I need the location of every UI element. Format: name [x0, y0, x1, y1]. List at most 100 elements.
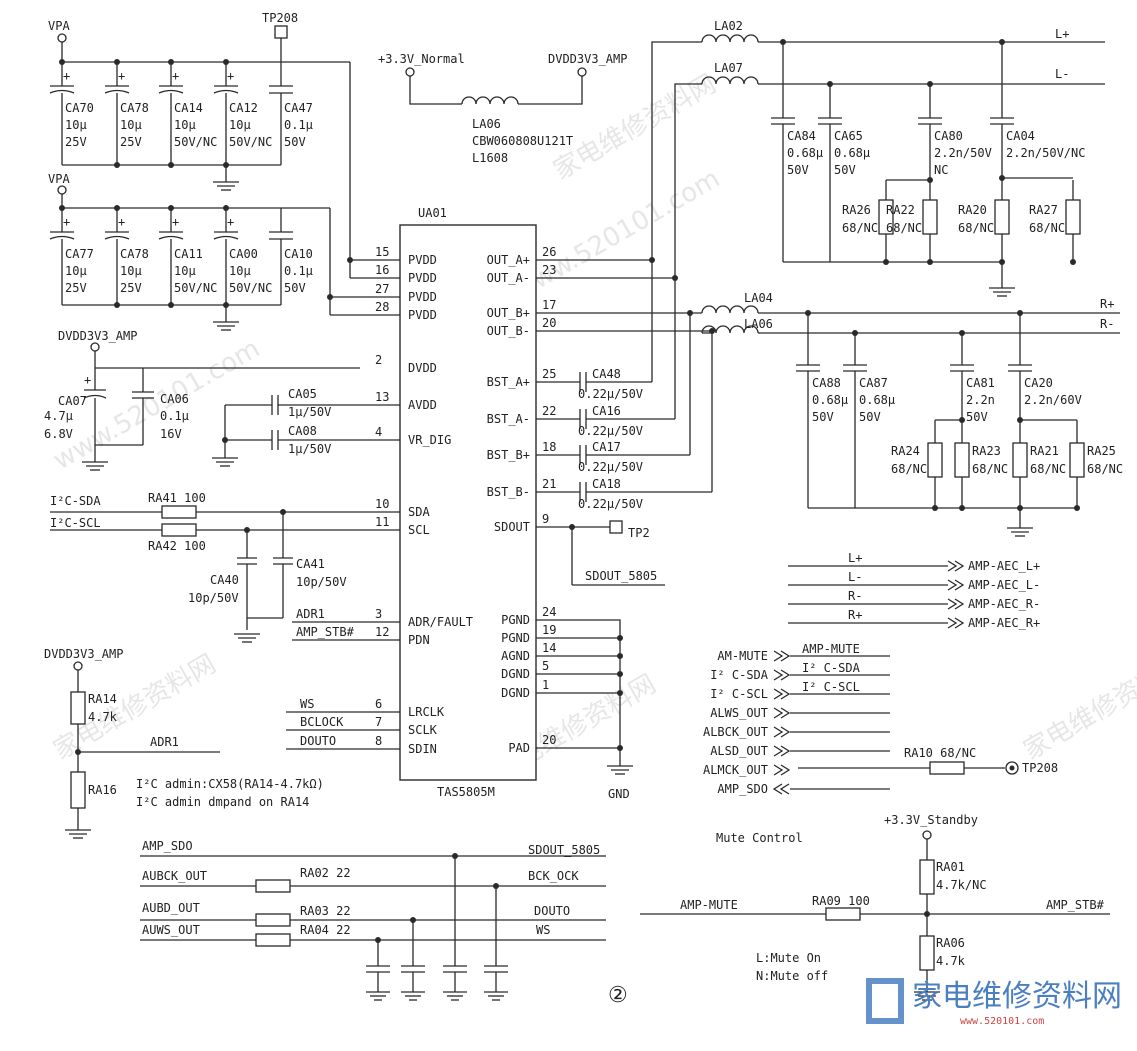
ra06-ref: RA06 — [936, 936, 965, 950]
capacitor-ca87: CA87 0.68μ 50V — [843, 330, 895, 424]
output-filter-left: LA02 LA07 L+ L- CA840.68μ50VCA650.68μ50V… — [701, 19, 1105, 297]
pin-name: PVDD — [408, 271, 437, 285]
cap-val: 10μ — [65, 264, 87, 278]
pin-number: 16 — [375, 263, 389, 277]
ca41-ref: CA41 — [296, 557, 325, 571]
plus-sign: + — [63, 69, 70, 83]
tp208-label: TP208 — [262, 11, 298, 25]
aubd-net: AUBD_OUT — [142, 901, 200, 915]
pin-name: AVDD — [408, 398, 437, 412]
tp2-label: TP2 — [628, 526, 650, 540]
cap-ref: CA11 — [174, 247, 203, 261]
res-ref: RA26 — [842, 203, 871, 217]
pin-name: PGND — [501, 613, 530, 627]
cap-val: 0.22μ/50V — [578, 424, 643, 438]
ra42-label: RA42 100 — [148, 539, 206, 553]
pin-name: ADR/FAULT — [408, 615, 473, 629]
cap-val: 10μ — [174, 264, 196, 278]
ra02-label: RA02 22 — [300, 866, 351, 880]
cap-ref: CA87 — [859, 376, 888, 390]
io-net-label: I² C-SCL — [802, 680, 860, 694]
cap-ref: CA65 — [834, 129, 863, 143]
plus-sign: + — [118, 69, 125, 83]
cap-volt: NC — [934, 163, 948, 177]
cap-val: 0.1μ — [284, 264, 313, 278]
pin-number: 19 — [542, 623, 556, 637]
pin-number: 4 — [375, 425, 382, 439]
pin-number: 23 — [542, 263, 556, 277]
cap-val: 0.22μ/50V — [578, 460, 643, 474]
ra42-resistor — [161, 523, 197, 537]
cap-val: 0.68μ — [859, 393, 895, 407]
pin-name: SDA — [408, 505, 430, 519]
cap-ref: CA16 — [592, 404, 621, 418]
aec-ports: L+AMP-AEC_L+L-AMP-AEC_L-R-AMP-AEC_R-R+AM… — [788, 551, 1040, 630]
res-val: 68/NC — [886, 221, 922, 235]
ca08-val: 1μ/50V — [288, 442, 331, 456]
res-val: 68/NC — [958, 221, 994, 235]
v33-normal-label: +3.3V_Normal — [378, 52, 465, 66]
tas5805m-chip: UA01 TAS5805M 15PVDD16PVDD27PVDD28PVDD2D… — [375, 206, 556, 799]
aec-port-label: AMP-AEC_R+ — [968, 616, 1040, 630]
site-logo: 家电维修资料网 www.520101.com — [866, 978, 1122, 1027]
pin-number: 15 — [375, 245, 389, 259]
io-port: AMP_SDO — [717, 782, 890, 796]
avdd-caps: CA05 1μ/50V CA08 1μ/50V — [212, 387, 400, 467]
douto-net-2: DOUTO — [534, 904, 570, 918]
ground-symbol — [213, 321, 239, 331]
pin-name: PGND — [501, 631, 530, 645]
cap-ref: CA20 — [1024, 376, 1053, 390]
i2c-note-1: I²C admin:CX58(RA14-4.7kΩ) — [136, 777, 324, 791]
pin-number: 10 — [375, 497, 389, 511]
ra10-label: RA10 68/NC — [904, 746, 976, 760]
res-ref: RA22 — [886, 203, 915, 217]
ground-symbol — [212, 457, 238, 467]
la06-part: CBW060808U121T — [472, 134, 573, 148]
ra04-resistor — [255, 933, 291, 947]
cap-ref: CA00 — [229, 247, 258, 261]
cap-volt: 50V — [859, 410, 881, 424]
cap-volt: 50V/NC — [229, 135, 272, 149]
v33-standby-label: +3.3V_Standby — [884, 813, 978, 827]
pin-name: SDIN — [408, 742, 437, 756]
pin-number: 3 — [375, 607, 382, 621]
mute-control: Mute Control +3.3V_Standby RA01 4.7k/NC … — [640, 813, 1110, 1001]
ground-bus: GND — [536, 619, 633, 801]
res-val: 68/NC — [1087, 462, 1123, 476]
auws-net: AUWS_OUT — [142, 923, 200, 937]
ra06-val: 4.7k — [936, 954, 966, 968]
pin-name: OUT_A+ — [487, 253, 530, 267]
pin-name: BST_B+ — [487, 448, 530, 462]
aec-port-label: AMP-AEC_L- — [968, 578, 1040, 592]
res-ref: RA24 — [891, 444, 920, 458]
aubck-net: AUBCK_OUT — [142, 869, 207, 883]
cap-ref: CA10 — [284, 247, 313, 261]
la07-label: LA07 — [714, 61, 743, 75]
res-val: 68/NC — [1029, 221, 1065, 235]
cap-val: 10μ — [120, 118, 142, 132]
cap-volt: 50V — [834, 163, 856, 177]
adr-divider: DVDD3V3_AMP RA14 4.7k ADR1 RA16 I²C admi… — [44, 647, 324, 839]
ra09-resistor — [825, 907, 861, 921]
cap-ref: CA70 — [65, 101, 94, 115]
la02-label: LA02 — [714, 19, 743, 33]
r-plus-label: R+ — [1100, 297, 1114, 311]
pin-number: 25 — [542, 367, 556, 381]
ca40-ref: CA40 — [210, 573, 239, 587]
adr1-net: ADR1 — [296, 607, 325, 621]
pin-number: 24 — [542, 605, 556, 619]
i2c-scl-label: I²C-SCL — [50, 516, 101, 530]
pin-name: OUT_B- — [487, 324, 530, 338]
pin-number: 1 — [542, 678, 549, 692]
r-minus-label: R- — [1100, 317, 1114, 331]
